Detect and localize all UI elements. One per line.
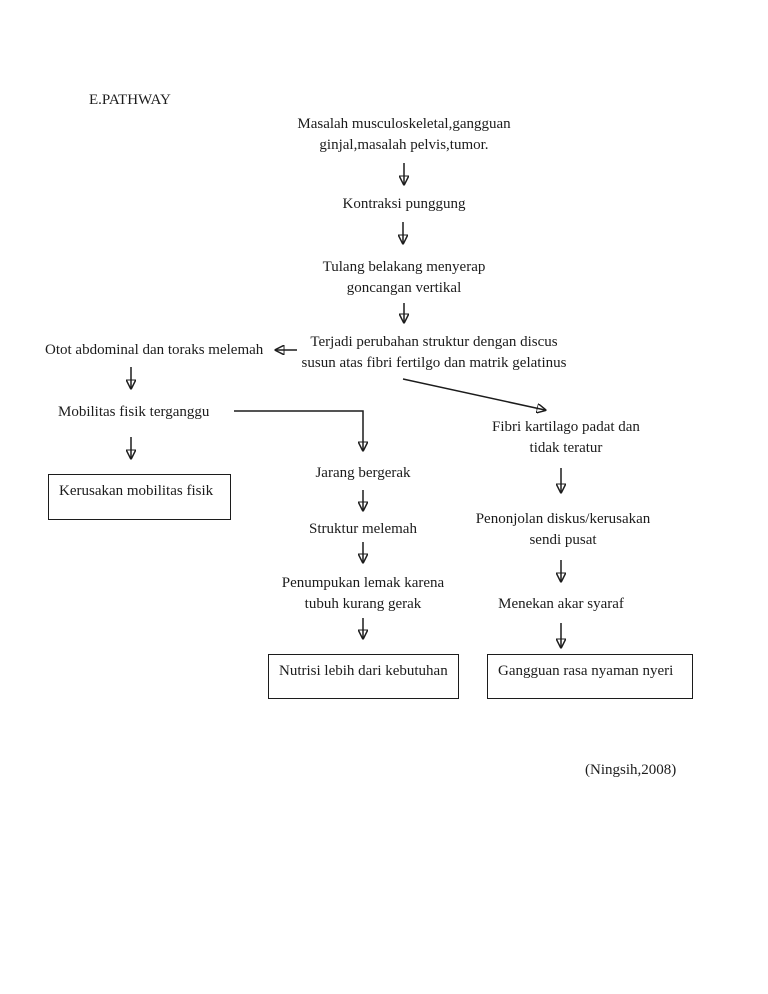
node-tulang-belakang: Tulang belakang menyerap goncangan verti… [304, 257, 504, 299]
node-terjadi-perubahan: Terjadi perubahan struktur dengan discus… [274, 332, 594, 374]
node-fibri-line2: tidak teratur [529, 440, 603, 456]
connector-mobilitas-to-jarang [234, 410, 363, 450]
node-jarang-bergerak: Jarang bergerak [315, 465, 411, 481]
node-masalah-line2: ginjal,masalah pelvis,tumor. [319, 137, 489, 153]
node-penumpukan-lemak: Penumpukan lemak karena tubuh kurang ger… [248, 573, 478, 615]
box-kerusakan-label: Kerusakan mobilitas fisik [59, 483, 214, 499]
citation: (Ningsih,2008) [585, 762, 677, 778]
box-nutrisi-lebih: Nutrisi lebih dari kebutuhan [268, 654, 459, 699]
arrow-terjadi-to-fibri [402, 378, 545, 410]
node-fibri-line1: Fibri kartilago padat dan [492, 419, 640, 435]
node-otot-abdominal: Otot abdominal dan toraks melemah [45, 342, 264, 358]
node-struktur-melemah: Struktur melemah [309, 521, 417, 537]
node-menekan-akar-syaraf: Menekan akar syaraf [498, 596, 624, 612]
box-nutrisi-label: Nutrisi lebih dari kebutuhan [279, 663, 448, 679]
node-fibri-kartilago: Fibri kartilago padat dan tidak teratur [466, 417, 666, 459]
node-penonjolan-diskus: Penonjolan diskus/kerusakan sendi pusat [452, 509, 674, 551]
box-gangguan-label: Gangguan rasa nyaman nyeri [498, 663, 674, 679]
page-title: E.PATHWAY [89, 92, 171, 108]
node-tulang-line2: goncangan vertikal [346, 280, 462, 296]
node-masalah-line1: Masalah musculoskeletal,gangguan [297, 116, 511, 132]
node-tulang-line1: Tulang belakang menyerap [322, 259, 486, 275]
node-terjadi-line2: susun atas fibri fertilgo dan matrik gel… [301, 355, 567, 371]
node-kontraksi-punggung: Kontraksi punggung [342, 196, 466, 212]
node-penonjolan-line1: Penonjolan diskus/kerusakan [475, 511, 651, 527]
box-gangguan-nyeri: Gangguan rasa nyaman nyeri [487, 654, 693, 699]
box-kerusakan-mobilitas: Kerusakan mobilitas fisik [48, 474, 231, 520]
node-penonjolan-line2: sendi pusat [529, 532, 597, 548]
node-terjadi-line1: Terjadi perubahan struktur dengan discus [310, 334, 558, 350]
node-mobilitas-fisik: Mobilitas fisik terganggu [58, 404, 210, 420]
node-penumpukan-line1: Penumpukan lemak karena [281, 575, 445, 591]
node-masalah-musculoskeletal: Masalah musculoskeletal,gangguan ginjal,… [254, 114, 554, 156]
node-penumpukan-line2: tubuh kurang gerak [304, 596, 422, 612]
